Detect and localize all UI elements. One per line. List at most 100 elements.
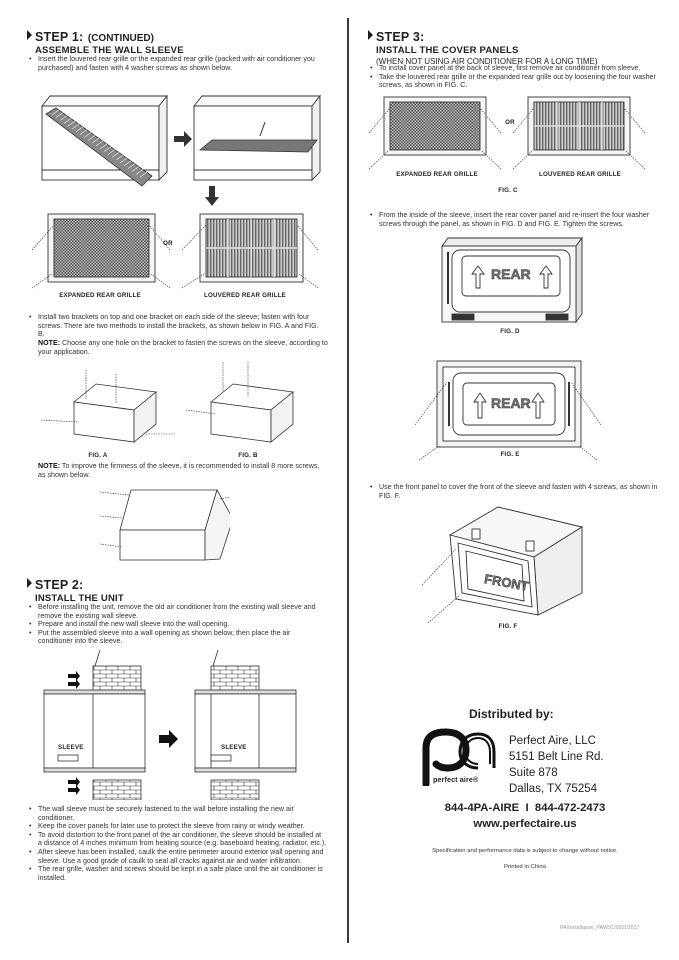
wall-installation-figure xyxy=(40,650,300,800)
step2-title: INSTALL THE UNIT xyxy=(35,593,124,604)
step1-note-brackets: NOTE: Choose any one hole on the bracket… xyxy=(38,339,328,356)
louver-slat xyxy=(99,143,108,150)
expanded-grille-caption: EXPANDED REAR GRILLE xyxy=(59,292,141,299)
list-item: Put the assembled sleeve into a wall ope… xyxy=(27,629,327,646)
step3-bullets-a: To install cover panel at the back of sl… xyxy=(368,64,668,90)
list-item: To install cover panel at the back of sl… xyxy=(368,64,668,73)
louver-slat xyxy=(75,126,84,133)
note-text: Choose any one hole on the bracket to fa… xyxy=(38,339,328,356)
rear-label-e-wrap: REAR xyxy=(491,395,531,413)
expanded-grille-caption: EXPANDED REAR GRILLE xyxy=(396,171,478,178)
louver-slat xyxy=(83,132,92,138)
note-text: To improve the firmness of the sleeve, i… xyxy=(38,462,320,479)
list-item: Install two brackets on top and one brac… xyxy=(27,313,327,339)
address-line: Dallas, TX 75254 xyxy=(509,783,598,795)
louver-slat xyxy=(51,109,60,116)
extra-screws-figure xyxy=(100,487,230,567)
address-line: Suite 878 xyxy=(509,767,558,779)
louver-slat xyxy=(47,106,56,113)
step2-number: STEP 2: xyxy=(35,578,84,592)
rear-label: REAR xyxy=(491,395,531,412)
phone-numbers: 844-4PA-AIRE I 844-472-2473 xyxy=(444,802,606,814)
or-label: OR xyxy=(505,119,515,126)
or-label: OR xyxy=(163,240,173,247)
list-item: Use the front panel to cover the front o… xyxy=(368,483,668,500)
sleeve-label-right: SLEEVE xyxy=(221,744,247,751)
fig-e-rear-panel-screws xyxy=(413,360,603,460)
note-label: NOTE: xyxy=(38,339,61,347)
louver-slat xyxy=(71,123,80,130)
distributor-address: Perfect Aire, LLC 5151 Belt Line Rd. Sui… xyxy=(509,733,604,797)
rear-label-d-wrap: REAR xyxy=(491,266,531,284)
step1-number: STEP 1: xyxy=(35,30,84,44)
step2-bullets-a: Before installing the unit, remove the o… xyxy=(27,603,327,646)
fig-d-rear-panel xyxy=(438,236,584,324)
fig-f-caption: FIG. F xyxy=(498,623,518,630)
list-item: After sleeve has been installed, caulk t… xyxy=(27,848,327,865)
step2-heading: STEP 2: INSTALL THE UNIT xyxy=(27,577,124,604)
list-item: From the inside of the sleeve, insert th… xyxy=(368,211,668,228)
louver-slat xyxy=(119,157,128,164)
grille-insert-figure xyxy=(32,92,332,192)
rear-label: REAR xyxy=(491,266,531,283)
louver-slat xyxy=(139,171,148,178)
louver-slat xyxy=(115,154,124,161)
louver-slat xyxy=(87,135,96,141)
step1-continued: (CONTINUED) xyxy=(87,33,154,44)
step3-number: STEP 3: xyxy=(376,30,425,44)
list-item: Keep the cover panels for later use to p… xyxy=(27,822,327,831)
step3-bullets-b: From the inside of the sleeve, insert th… xyxy=(368,211,668,228)
list-item: To avoid distortion to the front panel o… xyxy=(27,831,327,848)
document-id: PA/Installation_PAWS1/09202017 xyxy=(560,925,640,931)
list-item: Before installing the unit, remove the o… xyxy=(27,603,327,620)
louver-slat xyxy=(91,137,100,144)
step1-grille-comparison xyxy=(30,212,330,292)
louvered-grille-caption: LOUVERED REAR GRILLE xyxy=(538,171,622,178)
website-link[interactable]: www.perfectaire.us xyxy=(473,818,577,830)
perfect-aire-logo-icon xyxy=(420,728,496,786)
list-item: The wall sleeve must be securely fastene… xyxy=(27,805,327,822)
step3-title: INSTALL THE COVER PANELS xyxy=(376,45,519,56)
triangle-bullet-icon xyxy=(368,30,373,40)
step3-subtitle: (WHEN NOT USING AIR CONDITIONER FOR A LO… xyxy=(376,56,598,66)
address-line: 5151 Belt Line Rd. xyxy=(509,751,604,763)
fig-b-caption: FIG. B xyxy=(238,452,258,459)
address-line: Perfect Aire, LLC xyxy=(509,735,596,747)
step3-bullets-c: Use the front panel to cover the front o… xyxy=(368,483,668,500)
triangle-bullet-icon xyxy=(27,30,32,40)
fig-a-caption: FIG. A xyxy=(88,452,108,459)
step1-title: ASSEMBLE THE WALL SLEEVE xyxy=(35,45,184,56)
step1-bullets-a: Insert the louvered rear grille or the e… xyxy=(27,55,327,72)
fig-c-grille-comparison xyxy=(368,95,668,175)
triangle-bullet-icon xyxy=(27,578,32,588)
louver-slat xyxy=(63,118,72,124)
louver-slat xyxy=(95,140,104,147)
printed-in: Printed in China xyxy=(504,864,546,870)
fig-f-front-panel xyxy=(418,505,588,625)
louver-slat xyxy=(135,169,144,175)
louver-slat xyxy=(103,146,112,152)
step1-heading: STEP 1: (CONTINUED) ASSEMBLE THE WALL SL… xyxy=(27,29,184,56)
distributed-by-heading: Distributed by: xyxy=(469,707,554,721)
step1-bullets-b: Install two brackets on top and one brac… xyxy=(27,313,327,339)
logo-wordmark: perfect aire® xyxy=(433,775,479,784)
fig-c-caption: FIG. C xyxy=(498,187,518,194)
step1-note-firmness: NOTE: To improve the firmness of the sle… xyxy=(38,462,328,479)
list-item: Insert the louvered rear grille or the e… xyxy=(27,55,327,72)
list-item: Prepare and install the new wall sleeve … xyxy=(27,620,327,629)
step2-bullets-b: The wall sleeve must be securely fastene… xyxy=(27,805,327,882)
down-arrow-icon xyxy=(205,186,219,206)
bracket-figures xyxy=(36,362,296,447)
louver-slat xyxy=(127,163,136,169)
louvered-grille-caption: LOUVERED REAR GRILLE xyxy=(203,292,287,299)
louver-slat xyxy=(111,152,120,158)
louver-slat xyxy=(59,115,68,121)
step3-heading: STEP 3: INSTALL THE COVER PANELS (WHEN N… xyxy=(368,29,598,66)
louver-slat xyxy=(107,149,116,155)
louver-slat xyxy=(67,120,76,127)
louver-slat xyxy=(131,166,140,172)
louver-slat xyxy=(55,112,64,118)
louver-slat xyxy=(79,129,88,135)
sleeve-label-left: SLEEVE xyxy=(58,744,84,751)
spec-notice: Specification and performance data is su… xyxy=(432,848,618,854)
